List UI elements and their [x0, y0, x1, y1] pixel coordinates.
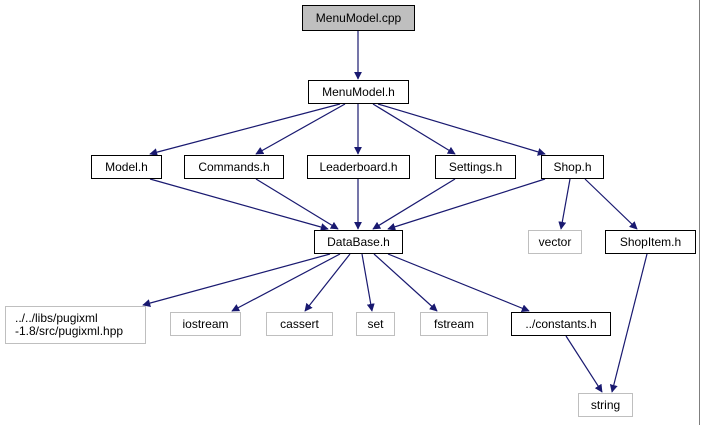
node-label: MenuModel.cpp — [315, 10, 402, 25]
node-menumodel-cpp[interactable]: MenuModel.cpp — [302, 5, 415, 31]
node-commands-h[interactable]: Commands.h — [184, 155, 284, 179]
edge-settings-h-to-database-h — [372, 178, 456, 230]
edge-database-h-to-set — [361, 253, 375, 312]
edge-database-h-to-constants-h — [387, 253, 530, 313]
node-label: Settings.h — [448, 159, 503, 174]
edge-shop-h-to-shopitem-h — [584, 178, 638, 230]
node-string: string — [578, 393, 633, 417]
edge-commands-h-to-database-h — [255, 178, 339, 230]
edge-constants-h-to-string — [565, 335, 603, 393]
node-set: set — [356, 312, 395, 336]
node-leaderboard-h[interactable]: Leaderboard.h — [307, 155, 410, 179]
edge-menumodel-h-to-model-h — [149, 103, 341, 157]
edge-database-h-to-pugixml-hpp — [142, 253, 331, 307]
edge-shopitem-h-to-string — [609, 253, 648, 393]
node-menumodel-h[interactable]: MenuModel.h — [308, 80, 409, 104]
edge-model-h-to-database-h — [149, 178, 329, 231]
node-label: Shop.h — [553, 159, 592, 174]
edge-database-h-to-fstream — [373, 253, 438, 312]
node-vector: vector — [528, 230, 582, 254]
edge-shop-h-to-database-h — [387, 178, 546, 231]
node-label: fstream — [433, 316, 474, 331]
node-label: ShopItem.h — [619, 234, 682, 249]
node-database-h[interactable]: DataBase.h — [314, 230, 403, 254]
node-iostream: iostream — [170, 312, 241, 336]
node-label: Commands.h — [198, 159, 270, 174]
edge-menumodel-h-to-shop-h — [377, 103, 546, 156]
window-edge — [699, 0, 700, 425]
node-constants-h[interactable]: ../constants.h — [511, 312, 611, 336]
node-label: iostream — [182, 316, 229, 331]
node-label: Model.h — [105, 159, 148, 174]
edge-database-h-to-cassert — [304, 253, 351, 312]
edge-shop-h-to-vector — [558, 178, 571, 230]
edge-menumodel-h-to-settings-h — [372, 103, 456, 155]
node-fstream: fstream — [420, 312, 488, 336]
node-model-h[interactable]: Model.h — [91, 155, 162, 179]
node-shopitem-h[interactable]: ShopItem.h — [605, 230, 696, 254]
node-label: string — [590, 397, 621, 412]
node-pugixml-hpp: ../../libs/pugixml -1.8/src/pugixml.hpp — [5, 306, 146, 344]
node-label: ../constants.h — [525, 316, 597, 331]
edge-database-h-to-iostream — [231, 253, 341, 312]
edge-menumodel-h-to-commands-h — [255, 103, 346, 155]
node-label: set — [367, 316, 384, 331]
node-label: Leaderboard.h — [319, 159, 398, 174]
node-label: MenuModel.h — [322, 84, 395, 99]
node-label: DataBase.h — [327, 234, 390, 249]
node-cassert: cassert — [266, 312, 333, 336]
node-label: vector — [538, 234, 572, 249]
node-label: cassert — [280, 316, 319, 331]
node-label: ../../libs/pugixml -1.8/src/pugixml.hpp — [15, 311, 124, 338]
node-shop-h[interactable]: Shop.h — [541, 155, 604, 179]
node-settings-h[interactable]: Settings.h — [435, 155, 516, 179]
